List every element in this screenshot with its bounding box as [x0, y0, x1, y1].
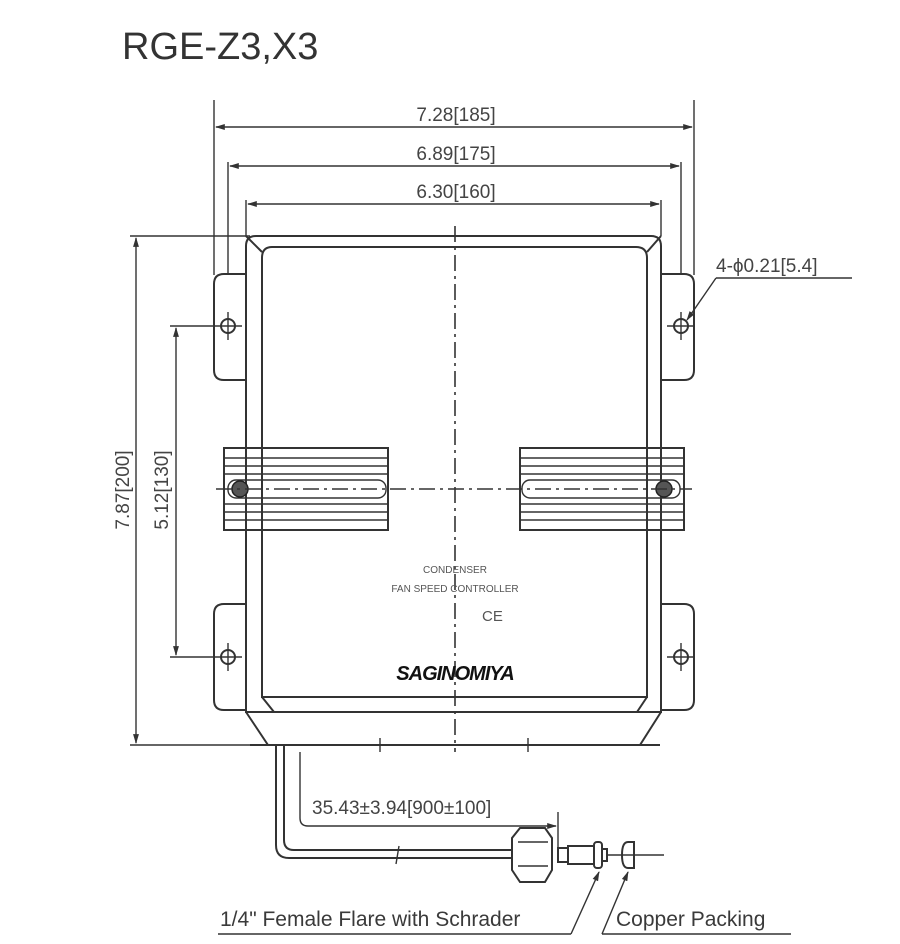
hole-callout: 4-ϕ0.21[5.4]: [686, 256, 852, 321]
panel-text-line1: CONDENSER: [423, 565, 487, 576]
flare-nut: [511, 827, 553, 883]
dimension-capillary-length: 35.43±3.94[900±100]: [299, 752, 559, 850]
body-width-label: 6.30[160]: [416, 182, 495, 203]
capillary-length-label: 35.43±3.94[900±100]: [312, 798, 491, 819]
dimension-mount-width: 6.89[175]: [227, 144, 682, 275]
hole-icon: [214, 312, 242, 340]
dimension-body-width: 6.30[160]: [245, 182, 662, 236]
mount-width-label: 6.89[175]: [416, 144, 495, 165]
mounting-tabs: [213, 273, 695, 711]
flare-callout-label: 1/4" Female Flare with Schrader: [220, 908, 520, 931]
overall-height-label: 7.87[200]: [113, 450, 134, 529]
mounting-holes: [214, 312, 695, 671]
hole-callout-label: 4-ϕ0.21[5.4]: [716, 256, 818, 277]
packing-callout-label: Copper Packing: [616, 908, 765, 931]
diagram-title: RGE-Z3,X3: [122, 26, 319, 68]
mount-height-label: 5.12[130]: [152, 450, 173, 529]
capillary-tube: [275, 745, 512, 865]
brand-logo: SAGINOMIYA: [396, 663, 513, 685]
overall-width-label: 7.28[185]: [416, 105, 495, 126]
hole-icon: [667, 643, 695, 671]
dimension-overall-height: 7.87[200]: [113, 235, 250, 746]
panel-text-line2: FAN SPEED CONTROLLER: [391, 584, 518, 595]
packing-callout: Copper Packing: [601, 871, 791, 935]
dimension-mount-height: 5.12[130]: [152, 325, 215, 658]
flare-callout: 1/4" Female Flare with Schrader: [218, 871, 600, 935]
hole-icon: [214, 643, 242, 671]
schrader-valve: [557, 841, 608, 869]
controller-body: [245, 235, 662, 752]
ce-mark: CE: [482, 608, 503, 625]
hole-icon: [667, 312, 695, 340]
copper-packing: [607, 841, 664, 869]
dimension-overall-width: 7.28[185]: [213, 100, 695, 275]
